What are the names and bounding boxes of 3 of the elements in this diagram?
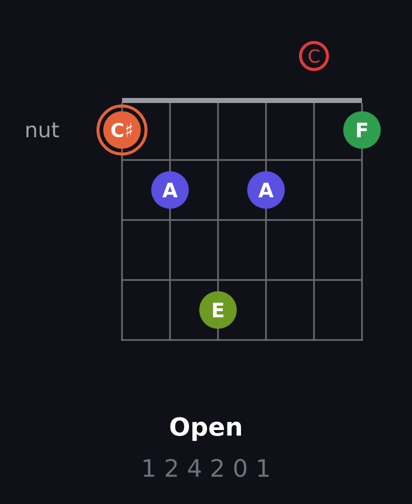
row-label: nut: [26, 122, 59, 138]
finger-numbers: 1 2 4 2 0 1: [144, 458, 269, 478]
title: Open: [170, 417, 241, 441]
